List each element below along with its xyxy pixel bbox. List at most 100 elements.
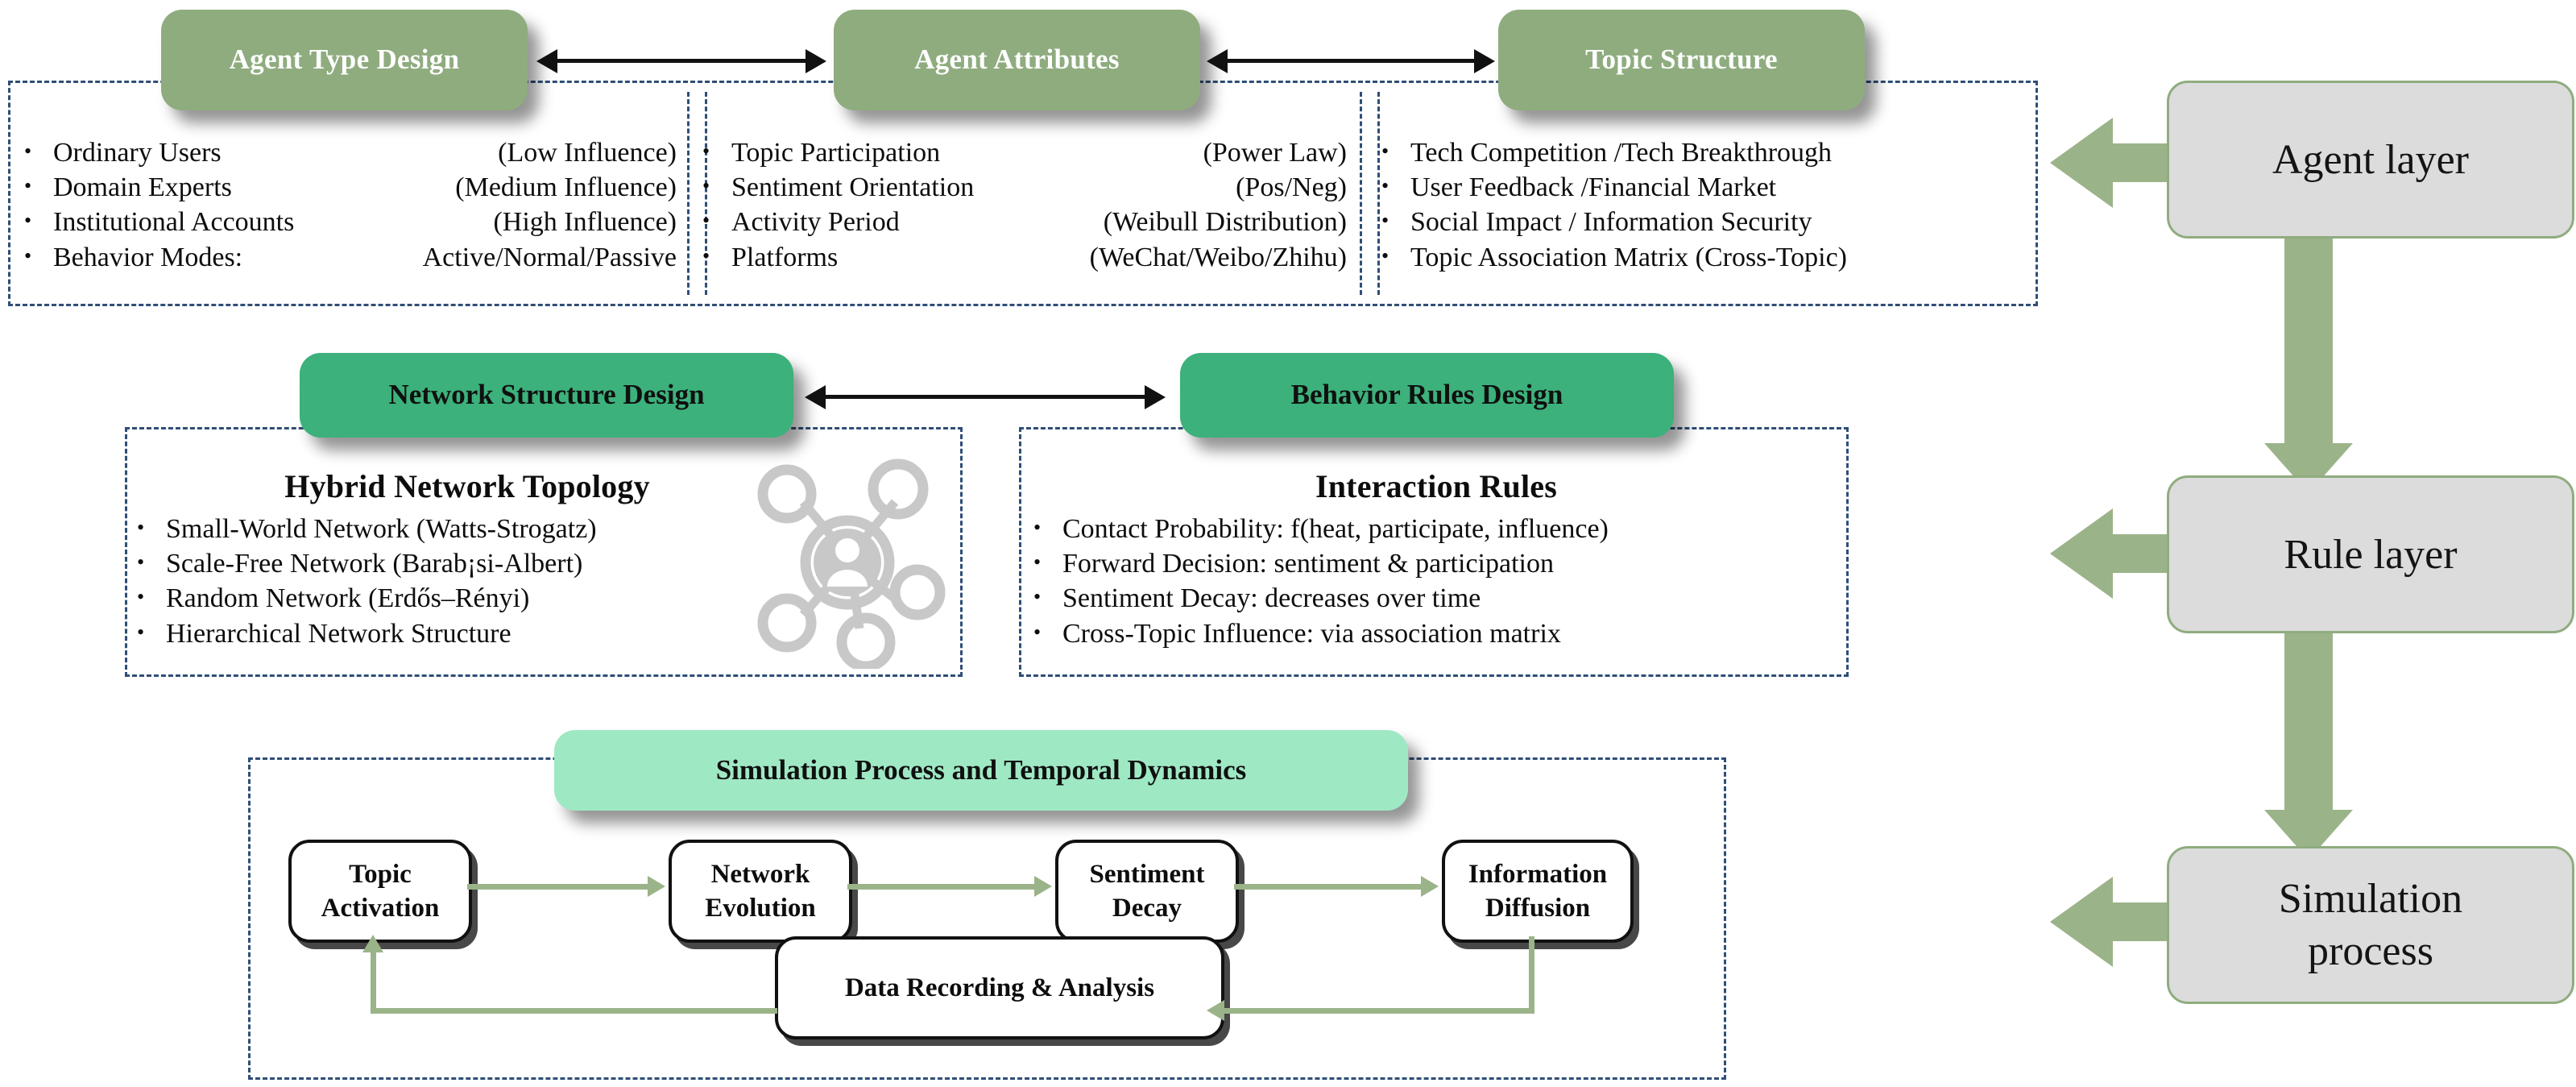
topic-structure-label: Topic Structure xyxy=(1585,44,1778,76)
flow-arrow-head-1 xyxy=(648,876,665,897)
agent-attributes-label: Agent Attributes xyxy=(914,44,1120,76)
arrow-attributes-to-topic xyxy=(1226,59,1476,63)
list-item: • Domain Experts (Medium Influence) xyxy=(24,170,677,205)
item-note: (Low Influence) xyxy=(498,138,677,168)
item-label: Forward Decision: sentiment & participat… xyxy=(1062,549,1554,579)
item-label: Random Network (Erdős–Rényi) xyxy=(166,583,530,614)
list-item: • Social Impact / Information Security xyxy=(1381,205,2026,239)
arrow-head-left-3 xyxy=(805,385,826,409)
bullet-icon: • xyxy=(1381,243,1389,268)
list-item: • Sentiment Orientation (Pos/Neg) xyxy=(702,170,1347,205)
agent-attributes-header[interactable]: Agent Attributes xyxy=(834,10,1200,110)
list-item: • Ordinary Users (Low Influence) xyxy=(24,135,677,170)
layer-label: Agent layer xyxy=(2272,136,2469,183)
rule-layer-pointer-arrow xyxy=(2050,508,2259,599)
list-item: • Behavior Modes: Active/Normal/Passive xyxy=(24,240,677,275)
list-item: • Random Network (Erdős–Rényi) xyxy=(137,581,797,616)
network-hub-icon xyxy=(757,458,946,669)
behavior-rules-design-label: Behavior Rules Design xyxy=(1290,379,1563,411)
bullet-icon: • xyxy=(137,585,145,609)
item-label: Contact Probability: f(heat, participate… xyxy=(1062,514,1609,544)
flow-arrow-1 xyxy=(467,884,648,890)
item-label: Cross-Topic Influence: via association m… xyxy=(1062,618,1561,649)
bullet-icon: • xyxy=(1381,139,1389,163)
arrow-head-left-1 xyxy=(536,49,557,73)
process-step-data-recording[interactable]: Data Recording & Analysis xyxy=(775,936,1224,1039)
step-label: Information Diffusion xyxy=(1468,859,1608,923)
bullet-icon: • xyxy=(1381,174,1389,198)
layer-box-simulation[interactable]: Simulation process xyxy=(2167,846,2574,1004)
step-label: Network Evolution xyxy=(705,859,816,923)
list-item: • Institutional Accounts (High Influence… xyxy=(24,205,677,239)
topic-structure-header[interactable]: Topic Structure xyxy=(1498,10,1865,110)
item-note: (WeChat/Weibo/Zhihu) xyxy=(1089,242,1347,272)
item-label: Sentiment Orientation xyxy=(731,172,975,203)
item-note: (Weibull Distribution) xyxy=(1103,207,1347,238)
item-label: Topic Association Matrix (Cross-Topic) xyxy=(1410,242,1847,272)
list-item: • Scale-Free Network (Barab¡si-Albert) xyxy=(137,546,797,581)
item-label: User Feedback /Financial Market xyxy=(1410,172,1777,203)
item-label: Topic Participation xyxy=(731,138,941,168)
agent-type-design-header[interactable]: Agent Type Design xyxy=(161,10,528,110)
feedback-arrow-head-left xyxy=(362,935,383,952)
topic-structure-list: • Tech Competition /Tech Breakthrough • … xyxy=(1381,135,2026,275)
list-item: • Topic Association Matrix (Cross-Topic) xyxy=(1381,240,2026,275)
process-step-information-diffusion[interactable]: Information Diffusion xyxy=(1442,840,1634,943)
agent-type-design-label: Agent Type Design xyxy=(229,44,460,76)
feedback-line-down-right xyxy=(1529,936,1534,1014)
feedback-line-horizontal-right xyxy=(1224,1008,1534,1014)
bullet-icon: • xyxy=(137,550,145,575)
bullet-icon: • xyxy=(1033,585,1042,609)
hybrid-network-topology-title: Hybrid Network Topology xyxy=(284,468,650,504)
item-label: Behavior Modes: xyxy=(53,242,243,272)
list-item: • Cross-Topic Influence: via association… xyxy=(1033,616,1839,651)
list-item: • User Feedback /Financial Market xyxy=(1381,170,2026,205)
process-step-sentiment-decay[interactable]: Sentiment Decay xyxy=(1055,840,1239,943)
bullet-icon: • xyxy=(24,243,32,268)
process-step-network-evolution[interactable]: Network Evolution xyxy=(669,840,852,943)
bullet-icon: • xyxy=(137,620,145,644)
item-label: Social Impact / Information Security xyxy=(1410,207,1812,238)
agent-type-design-list: • Ordinary Users (Low Influence) • Domai… xyxy=(24,135,677,275)
process-step-topic-activation[interactable]: Topic Activation xyxy=(288,840,472,943)
item-note: (High Influence) xyxy=(493,207,677,238)
item-label: Sentiment Decay: decreases over time xyxy=(1062,583,1481,614)
interaction-rules-title: Interaction Rules xyxy=(1315,468,1558,504)
interaction-rules-block: Interaction Rules • Contact Probability:… xyxy=(1033,467,1839,651)
simulation-process-header[interactable]: Simulation Process and Temporal Dynamics xyxy=(554,730,1408,811)
feedback-arrow-head-right xyxy=(1207,1000,1224,1021)
flow-arrow-3 xyxy=(1234,884,1421,890)
item-label: Scale-Free Network (Barab¡si-Albert) xyxy=(166,549,583,579)
step-label: Topic Activation xyxy=(321,859,440,923)
layer-label: Rule layer xyxy=(2284,531,2458,578)
item-note: (Medium Influence) xyxy=(455,172,677,203)
item-note: (Power Law) xyxy=(1203,138,1347,168)
layer-label: Simulation process xyxy=(2278,876,2463,974)
agent-layer-divider-1 xyxy=(687,92,690,295)
layer-box-agent[interactable]: Agent layer xyxy=(2167,81,2574,239)
agent-layer-divider-3 xyxy=(1360,92,1362,295)
item-label: Institutional Accounts xyxy=(53,207,295,238)
item-label: Domain Experts xyxy=(53,172,232,203)
flow-arrow-2 xyxy=(847,884,1034,890)
flow-arrow-head-2 xyxy=(1034,876,1052,897)
behavior-rules-design-header[interactable]: Behavior Rules Design xyxy=(1180,353,1674,438)
item-label: Activity Period xyxy=(731,207,900,238)
hybrid-network-topology-block: Hybrid Network Topology • Small-World Ne… xyxy=(137,467,797,651)
bullet-icon: • xyxy=(24,209,32,233)
bullet-icon: • xyxy=(1381,209,1389,233)
arrow-network-to-behavior xyxy=(824,395,1146,399)
list-item: • Sentiment Decay: decreases over time xyxy=(1033,581,1839,616)
bullet-icon: • xyxy=(702,243,710,268)
network-structure-design-header[interactable]: Network Structure Design xyxy=(300,353,793,438)
bullet-icon: • xyxy=(24,139,32,163)
item-label: Ordinary Users xyxy=(53,138,222,168)
step-label: Sentiment Decay xyxy=(1089,859,1205,923)
flow-arrow-head-3 xyxy=(1421,876,1439,897)
arrow-head-right-2 xyxy=(1474,49,1495,73)
list-item: • Tech Competition /Tech Breakthrough xyxy=(1381,135,2026,170)
layer-box-rule[interactable]: Rule layer xyxy=(2167,475,2574,633)
arrow-head-right-1 xyxy=(806,49,826,73)
list-item: • Platforms (WeChat/Weibo/Zhihu) xyxy=(702,240,1347,275)
